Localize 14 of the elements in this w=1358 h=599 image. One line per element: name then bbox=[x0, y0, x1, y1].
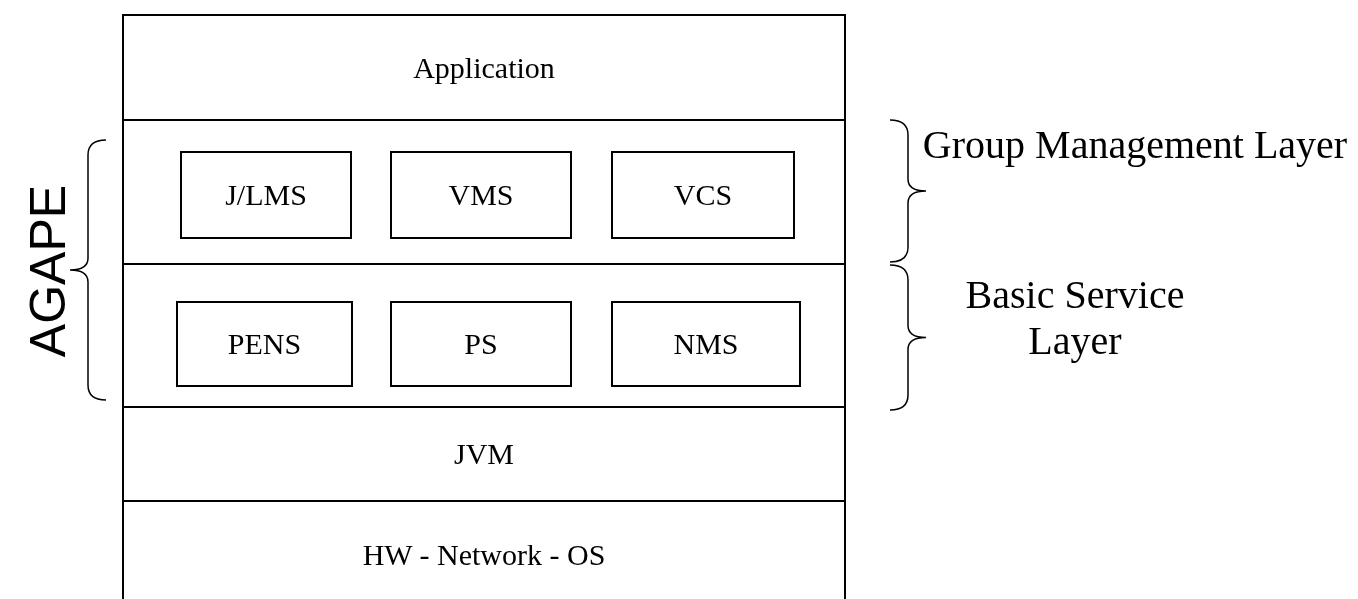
component-box: PS bbox=[390, 301, 572, 387]
component-box: J/LMS bbox=[180, 151, 352, 239]
layer-label: Basic Service Layer bbox=[964, 272, 1186, 364]
layer-band bbox=[122, 119, 846, 265]
layer-box: HW - Network - OS bbox=[122, 500, 846, 599]
layer-box: JVM bbox=[122, 406, 846, 502]
layer-band bbox=[122, 263, 846, 408]
component-box: VCS bbox=[611, 151, 795, 239]
component-box: VMS bbox=[390, 151, 572, 239]
component-box: NMS bbox=[611, 301, 801, 387]
component-box: PENS bbox=[176, 301, 353, 387]
layer-box: Application bbox=[122, 14, 846, 121]
layer-label: Group Management Layer bbox=[921, 122, 1349, 168]
stack-label: AGAPE bbox=[19, 184, 78, 358]
